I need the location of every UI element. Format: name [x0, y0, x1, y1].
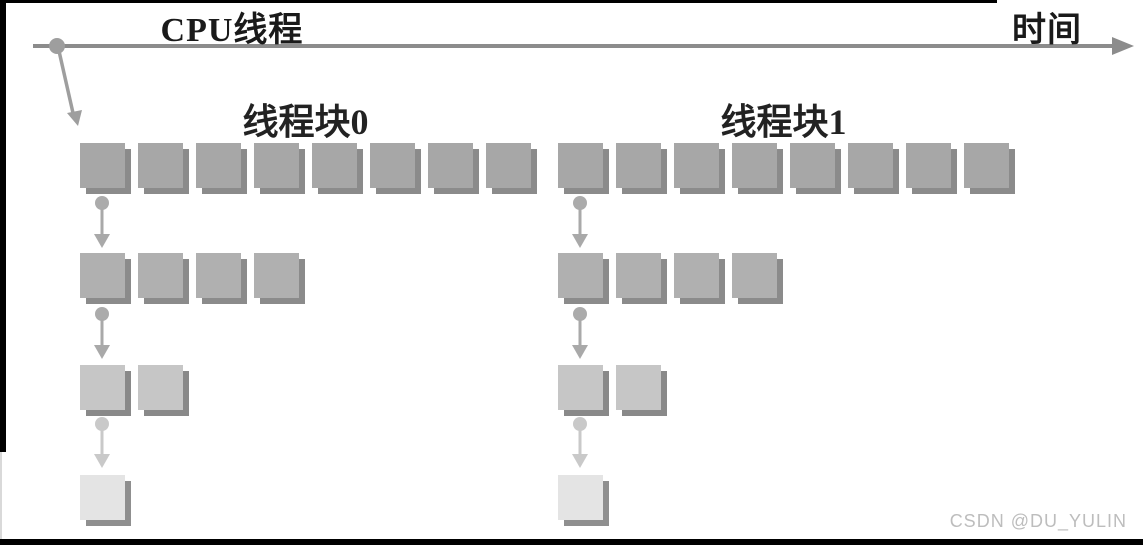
frame-border-left: [0, 0, 6, 452]
thread-row-2: [558, 365, 661, 410]
thread-row-1: [80, 253, 299, 298]
thread-row-1: [558, 253, 777, 298]
thread-row-3: [558, 475, 603, 520]
thread-square: [486, 143, 531, 188]
thread-square: [138, 253, 183, 298]
thread-square: [254, 253, 299, 298]
thread-square: [80, 365, 125, 410]
fork-arrow: [57, 50, 82, 126]
thread-square: [616, 365, 661, 410]
thread-square: [906, 143, 951, 188]
thread-square: [196, 143, 241, 188]
thread-block-1: 线程块1: [558, 102, 1009, 526]
thread-block-1-label: 线程块1: [720, 102, 847, 142]
thread-square: [370, 143, 415, 188]
thread-block-0-label: 线程块0: [242, 102, 369, 142]
thread-square: [558, 475, 603, 520]
thread-square: [138, 365, 183, 410]
thread-square: [138, 143, 183, 188]
thread-row-0: [80, 143, 531, 188]
thread-square: [732, 143, 777, 188]
thread-row-2: [80, 365, 183, 410]
thread-square: [732, 253, 777, 298]
thread-square: [428, 143, 473, 188]
thread-square: [558, 365, 603, 410]
thread-square: [616, 143, 661, 188]
frame-border-bottom: [0, 539, 1143, 545]
thread-square: [848, 143, 893, 188]
thread-square: [80, 475, 125, 520]
time-axis-label: 时间: [1012, 12, 1082, 49]
thread-row-0: [558, 143, 1009, 188]
cpu-thread-label: CPU线程: [160, 12, 304, 49]
thread-square: [674, 253, 719, 298]
thread-square: [196, 253, 241, 298]
frame-border-top: [0, 0, 997, 3]
thread-square: [558, 253, 603, 298]
frame-border-left-faint: [0, 452, 2, 539]
watermark: CSDN @DU_YULIN: [949, 511, 1127, 531]
thread-row-3: [80, 475, 125, 520]
thread-square: [790, 143, 835, 188]
cpu-thread-dot: [49, 38, 65, 54]
thread-square: [254, 143, 299, 188]
thread-square: [312, 143, 357, 188]
thread-square: [964, 143, 1009, 188]
fork-arrow-line: [57, 50, 75, 114]
thread-block-0: 线程块0: [80, 102, 531, 526]
thread-square: [616, 253, 661, 298]
time-axis-arrowhead-icon: [1112, 37, 1134, 55]
thread-square: [558, 143, 603, 188]
thread-square: [80, 253, 125, 298]
thread-square: [674, 143, 719, 188]
thread-square: [80, 143, 125, 188]
